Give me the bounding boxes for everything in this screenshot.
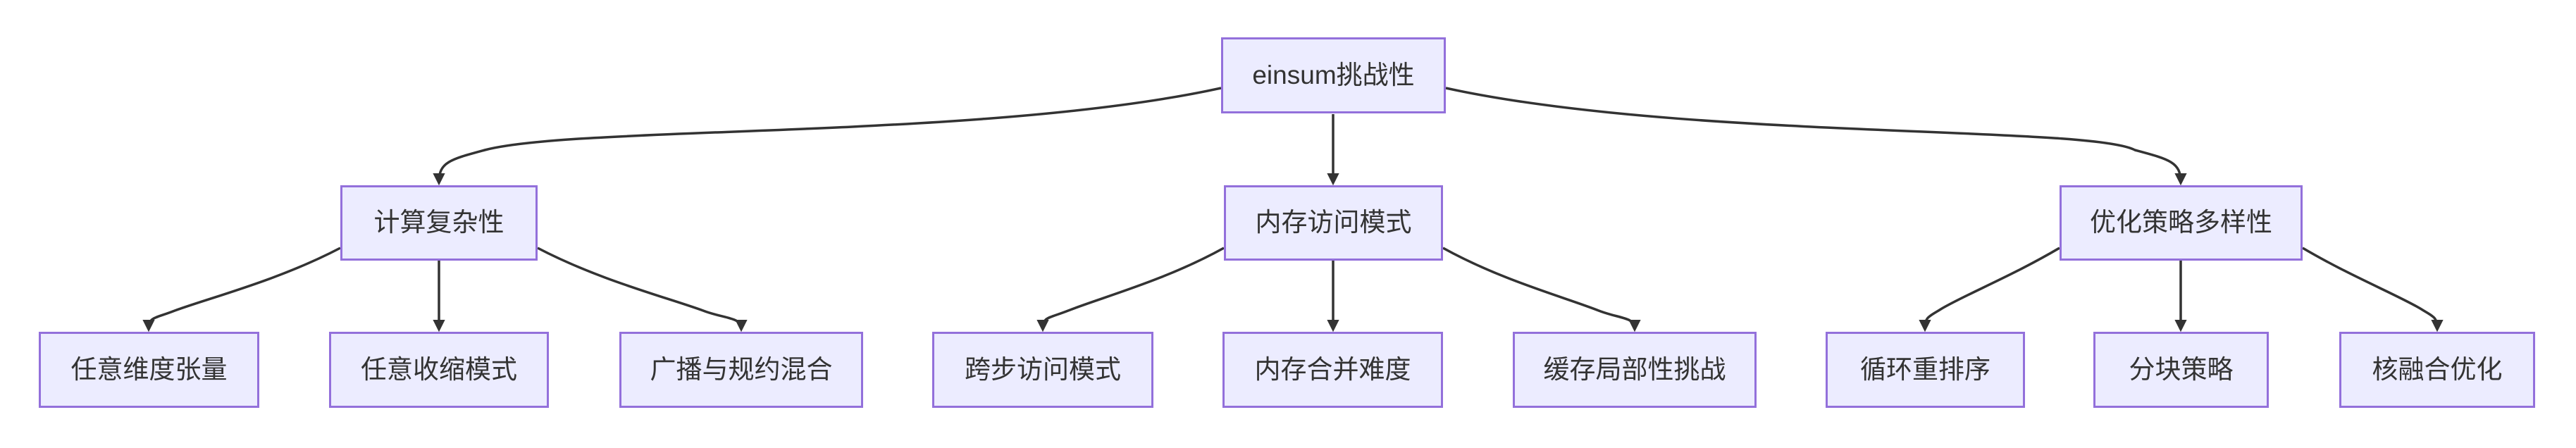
node-arbitrary-dimension-tensor: 任意维度张量 bbox=[39, 332, 259, 408]
edge-n2-to-strided-access-pattern bbox=[1036, 247, 1225, 332]
node-label: 计算复杂性 bbox=[373, 208, 504, 237]
edge-n1-to-broadcast-reduction-mix bbox=[537, 247, 748, 332]
node-label: 内存合并难度 bbox=[1254, 354, 1411, 384]
node-memory-coalescing-difficulty: 内存合并难度 bbox=[1222, 332, 1443, 408]
node-label: einsum挑战性 bbox=[1252, 60, 1415, 89]
edge-root-to-computational-complexity bbox=[433, 87, 1222, 186]
node-label: 核融合优化 bbox=[2372, 354, 2503, 384]
node-root-einsum-challenge: einsum挑战性 bbox=[1221, 37, 1446, 113]
node-label: 广播与规约混合 bbox=[650, 354, 833, 384]
node-kernel-fusion-optimization: 核融合优化 bbox=[2339, 332, 2535, 408]
node-strided-access-pattern: 跨步访问模式 bbox=[932, 332, 1153, 408]
node-label: 任意维度张量 bbox=[70, 354, 228, 384]
node-label: 跨步访问模式 bbox=[965, 354, 1121, 384]
node-label: 任意收缩模式 bbox=[361, 354, 517, 384]
node-optimization-strategy-diversity: 优化策略多样性 bbox=[2060, 185, 2303, 261]
node-tiling-strategy: 分块策略 bbox=[2093, 332, 2269, 408]
node-label: 循环重排序 bbox=[1860, 354, 1990, 384]
edge-n3-to-loop-reordering bbox=[1919, 247, 2060, 332]
node-label: 内存访问模式 bbox=[1255, 208, 1412, 237]
edge-root-to-optimization-strategy-diversity bbox=[1445, 87, 2187, 186]
edge-n2-to-cache-locality-challenge bbox=[1442, 247, 1641, 332]
edge-n1-to-arbitrary-dimension-tensor bbox=[142, 247, 341, 332]
edge-n3-to-kernel-fusion-optimization bbox=[2302, 247, 2444, 332]
node-computational-complexity: 计算复杂性 bbox=[340, 185, 538, 261]
node-label: 分块策略 bbox=[2129, 354, 2234, 384]
node-label: 优化策略多样性 bbox=[2090, 208, 2272, 237]
node-memory-access-pattern: 内存访问模式 bbox=[1224, 185, 1443, 261]
node-loop-reordering: 循环重排序 bbox=[1826, 332, 2025, 408]
node-cache-locality-challenge: 缓存局部性挑战 bbox=[1513, 332, 1757, 408]
node-broadcast-reduction-mix: 广播与规约混合 bbox=[619, 332, 863, 408]
node-label: 缓存局部性挑战 bbox=[1543, 354, 1726, 384]
node-arbitrary-contraction-mode: 任意收缩模式 bbox=[329, 332, 549, 408]
